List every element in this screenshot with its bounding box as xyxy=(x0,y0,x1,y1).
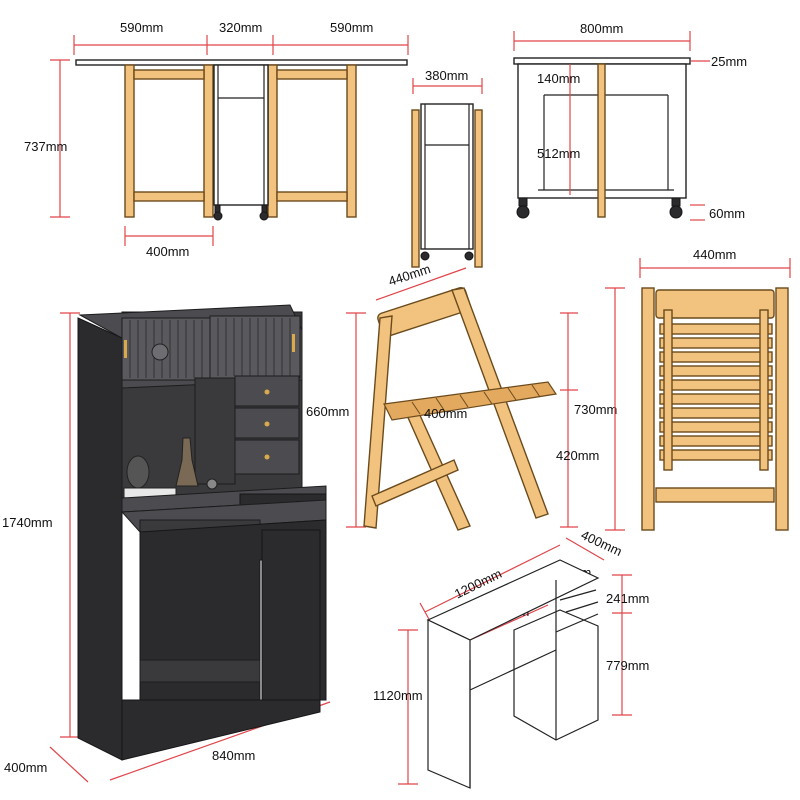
folding-chair-side-view: 440mm 660mm 400mm 730mm 420mm xyxy=(306,261,617,531)
table-left-wing-frame xyxy=(124,64,214,218)
table-front-center-width-label: 320mm xyxy=(219,20,262,35)
table-end-caster-height-label: 60mm xyxy=(709,206,745,221)
table-end-top xyxy=(513,57,691,65)
table-end-view: 800mm 25mm 140mm 512mm 60mm xyxy=(513,21,747,221)
table-front-view: 590mm 320mm 590mm 737mm xyxy=(24,20,409,259)
table-side-width-label: 380mm xyxy=(425,68,468,83)
bar-cabinet-depth-label: 400mm xyxy=(4,760,47,775)
desk-line-drawing: 1200mm 400mm 380mm 820mm 241mm 779mm 112… xyxy=(373,527,649,789)
bar-cabinet: 1740mm 400mm 840mm xyxy=(2,304,331,783)
chair-back-height-label: 660mm xyxy=(306,404,349,419)
table-right-wing-frame xyxy=(267,64,357,218)
table-front-leg-span-label: 400mm xyxy=(146,244,189,259)
caster-icon xyxy=(213,211,223,221)
table-center-cabinet xyxy=(213,64,269,221)
table-end-width-label: 800mm xyxy=(580,21,623,36)
knob-icon xyxy=(264,421,270,427)
caster-icon xyxy=(464,251,474,261)
chair-folded-width-label: 440mm xyxy=(693,247,736,262)
chair-seat-width-label: 400mm xyxy=(424,406,467,421)
caster-icon xyxy=(516,205,530,219)
knob-icon xyxy=(264,389,270,395)
desk-depth-label: 400mm xyxy=(579,527,625,559)
bar-cabinet-height-label: 1740mm xyxy=(2,515,53,530)
desk-lower-height-label: 779mm xyxy=(606,658,649,673)
table-side-view: 380mm xyxy=(411,68,483,268)
handle-icon xyxy=(292,334,295,352)
desk-total-height-label: 1120mm xyxy=(373,688,423,703)
caster-icon xyxy=(669,205,683,219)
chair-seat-height-label: 420mm xyxy=(556,448,599,463)
cup-icon xyxy=(206,478,218,490)
table-front-right-width-label: 590mm xyxy=(330,20,373,35)
chair-total-height-label: 730mm xyxy=(574,402,617,417)
glass-door xyxy=(209,315,301,379)
glass-jar-icon xyxy=(126,455,150,489)
bar-cabinet-width-label: 840mm xyxy=(212,748,255,763)
folding-chair-folded-view: 440mm xyxy=(605,247,791,531)
table-top xyxy=(75,59,408,66)
table-front-height-label: 737mm xyxy=(24,139,67,154)
table-end-top-thickness-label: 25mm xyxy=(711,54,747,69)
table-end-upper-gap-label: 140mm xyxy=(537,71,580,86)
table-front-left-width-label: 590mm xyxy=(120,20,163,35)
caster-icon xyxy=(420,251,430,261)
table-end-cabinet-height-label: 512mm xyxy=(537,146,580,161)
vase-icon xyxy=(151,343,169,361)
caster-icon xyxy=(259,211,269,221)
decanter-icon xyxy=(175,437,199,487)
handle-icon xyxy=(124,340,127,358)
desk-upper-shelf-height-label: 241mm xyxy=(606,591,649,606)
chair-depth-label: 440mm xyxy=(387,261,433,289)
knob-icon xyxy=(264,454,270,460)
